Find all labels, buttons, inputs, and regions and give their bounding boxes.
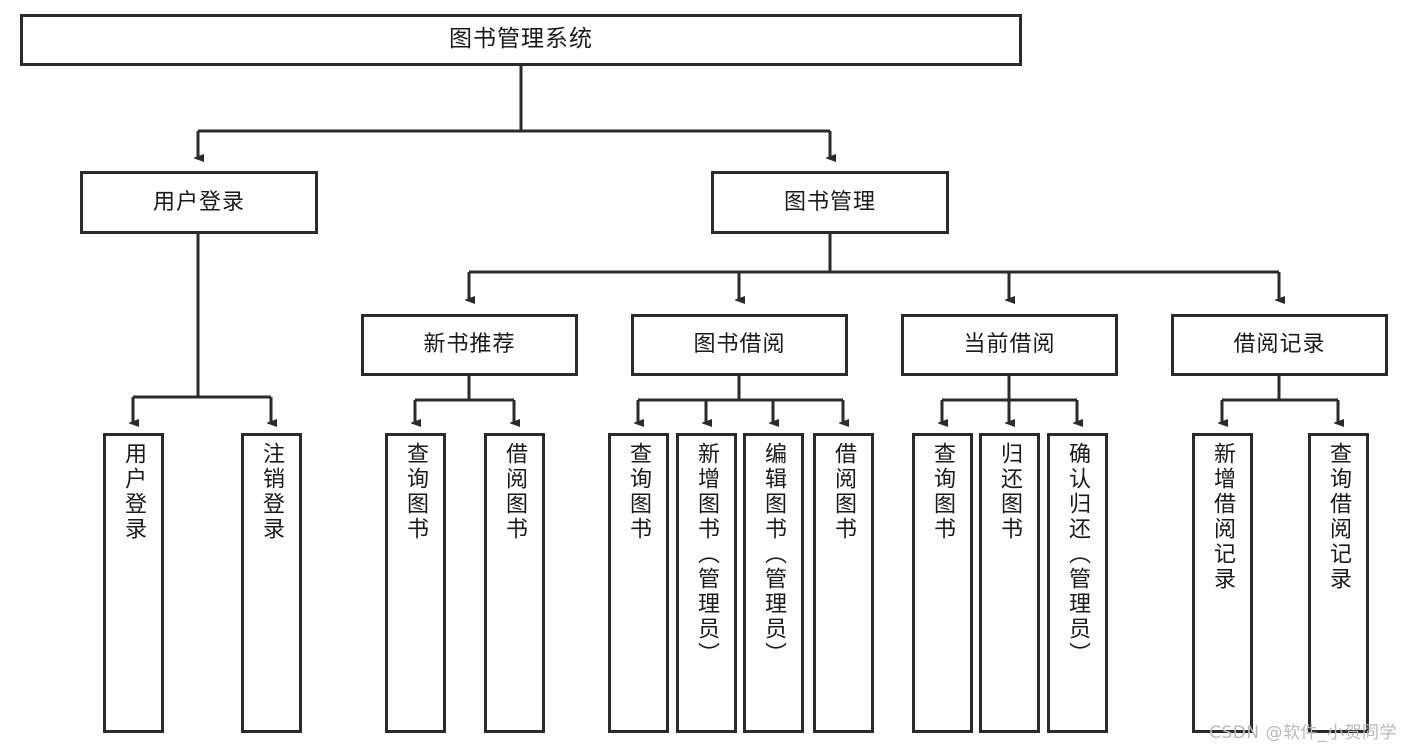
leaf-current-query-book-label: 查询图书	[930, 442, 956, 542]
leaf-user-login[interactable]: 用户登录	[103, 433, 164, 733]
leaf-recommend-query-book[interactable]: 查询图书	[385, 433, 446, 733]
leaf-borrow-borrow-book[interactable]: 借阅图书	[813, 433, 874, 733]
node-current-borrow[interactable]: 当前借阅	[901, 314, 1118, 376]
leaf-record-query-record[interactable]: 查询借阅记录	[1308, 433, 1369, 733]
leaf-borrow-query-book-label: 查询图书	[626, 442, 652, 542]
leaf-record-add-record[interactable]: 新增借阅记录	[1192, 433, 1253, 733]
node-book-borrow[interactable]: 图书借阅	[631, 314, 848, 376]
leaf-recommend-query-book-label: 查询图书	[403, 442, 429, 542]
node-borrow-record[interactable]: 借阅记录	[1171, 314, 1388, 376]
node-borrow-record-label: 借阅记录	[1233, 332, 1326, 358]
leaf-borrow-add-book[interactable]: 新增图书（管理员）	[676, 433, 737, 733]
leaf-borrow-edit-book-label: 编辑图书（管理员）	[761, 442, 787, 667]
leaf-current-return-book[interactable]: 归还图书	[979, 433, 1040, 733]
leaf-current-query-book[interactable]: 查询图书	[912, 433, 973, 733]
leaf-record-add-record-label: 新增借阅记录	[1210, 442, 1236, 592]
leaf-borrow-query-book[interactable]: 查询图书	[608, 433, 669, 733]
node-root[interactable]: 图书管理系统	[20, 14, 1022, 66]
node-user-login-label: 用户登录	[152, 189, 245, 215]
node-new-book-recommend-label: 新书推荐	[423, 332, 516, 358]
leaf-record-query-record-label: 查询借阅记录	[1326, 442, 1352, 592]
leaf-user-logout[interactable]: 注销登录	[241, 433, 302, 733]
watermark: CSDN @软件_小贺同学	[1209, 723, 1397, 743]
leaf-user-logout-label: 注销登录	[259, 442, 285, 542]
leaf-current-return-book-label: 归还图书	[997, 442, 1023, 542]
node-user-login[interactable]: 用户登录	[80, 171, 318, 234]
node-root-label: 图书管理系统	[449, 26, 593, 53]
leaf-recommend-borrow-book[interactable]: 借阅图书	[484, 433, 545, 733]
leaf-current-confirm-return[interactable]: 确认归还（管理员）	[1047, 433, 1108, 733]
leaf-borrow-borrow-book-label: 借阅图书	[831, 442, 857, 542]
node-book-management-label: 图书管理	[783, 189, 876, 215]
node-book-management[interactable]: 图书管理	[711, 171, 949, 234]
leaf-current-confirm-return-label: 确认归还（管理员）	[1065, 442, 1091, 667]
node-book-borrow-label: 图书借阅	[693, 332, 786, 358]
leaf-borrow-add-book-label: 新增图书（管理员）	[694, 442, 720, 667]
node-current-borrow-label: 当前借阅	[963, 332, 1056, 358]
leaf-user-login-label: 用户登录	[121, 442, 147, 542]
node-new-book-recommend[interactable]: 新书推荐	[361, 314, 578, 376]
leaf-recommend-borrow-book-label: 借阅图书	[502, 442, 528, 542]
leaf-borrow-edit-book[interactable]: 编辑图书（管理员）	[743, 433, 804, 733]
